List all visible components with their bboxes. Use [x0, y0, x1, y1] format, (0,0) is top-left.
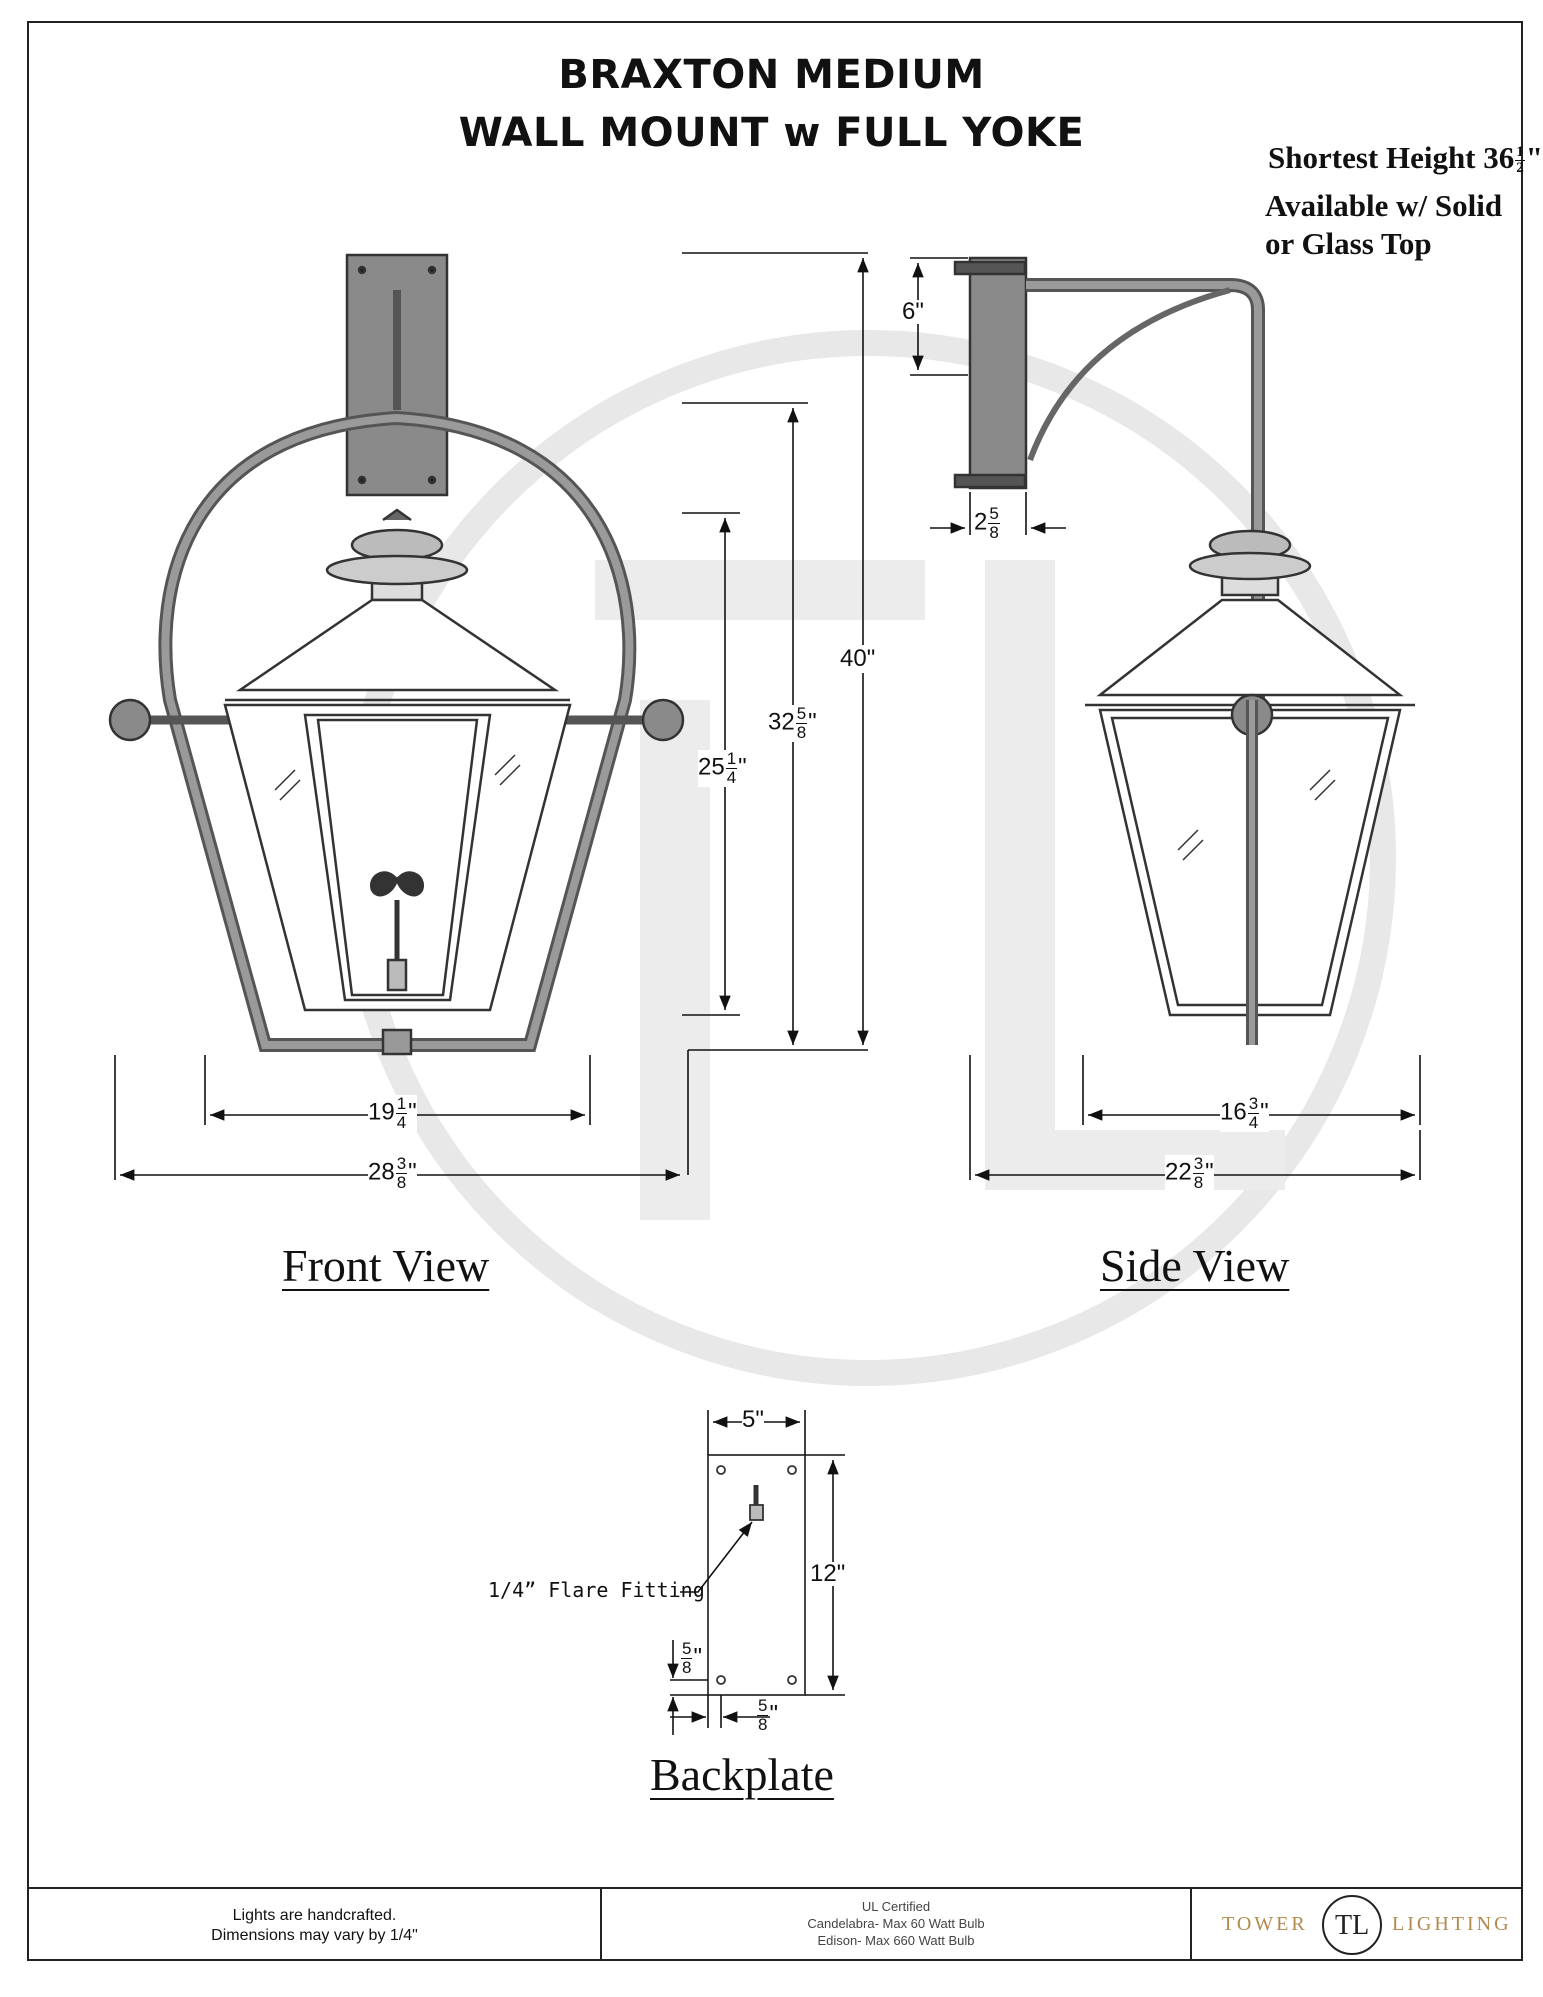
brand-logo-circle — [1322, 1895, 1382, 1955]
backplate-label: Backplate — [650, 1749, 834, 1800]
brand-name-lighting: LIGHTING — [1392, 1913, 1512, 1935]
drawing-title-line-1: BRAXTON MEDIUM — [558, 52, 985, 98]
footer-handcrafted-note: Lights are handcrafted. Dimensions may v… — [211, 1907, 418, 1944]
dim-plate-offset: 6" — [902, 298, 924, 325]
availability-note-line-1: Available w/ Solid — [1265, 188, 1503, 223]
front-view-drawing — [108, 253, 685, 1056]
dim-backplate-width: 5" — [742, 1406, 764, 1433]
footer-frame — [27, 1887, 1523, 1961]
side-view-drawing — [953, 256, 1415, 1045]
brand-logo-monogram: TL — [1335, 1910, 1370, 1941]
flare-fitting-callout: 1/4” Flare Fitting — [488, 1578, 705, 1602]
dim-overall-height: 40" — [840, 645, 876, 673]
dim-backplate-height: 12" — [810, 1560, 846, 1587]
front-view-label: Front View — [282, 1240, 490, 1291]
footer-ul-certification: UL Certified Candelabra- Max 60 Watt Bul… — [807, 1899, 985, 1948]
backplate-dimension-lines — [667, 1410, 845, 1735]
backplate-drawing — [707, 1454, 806, 1696]
side-view-label: Side View — [1100, 1240, 1290, 1291]
brand-name-tower: TOWER — [1222, 1913, 1308, 1935]
availability-note-line-2: or Glass Top — [1265, 226, 1432, 261]
drawing-title-line-2: WALL MOUNT w FULL YOKE — [458, 110, 1085, 156]
